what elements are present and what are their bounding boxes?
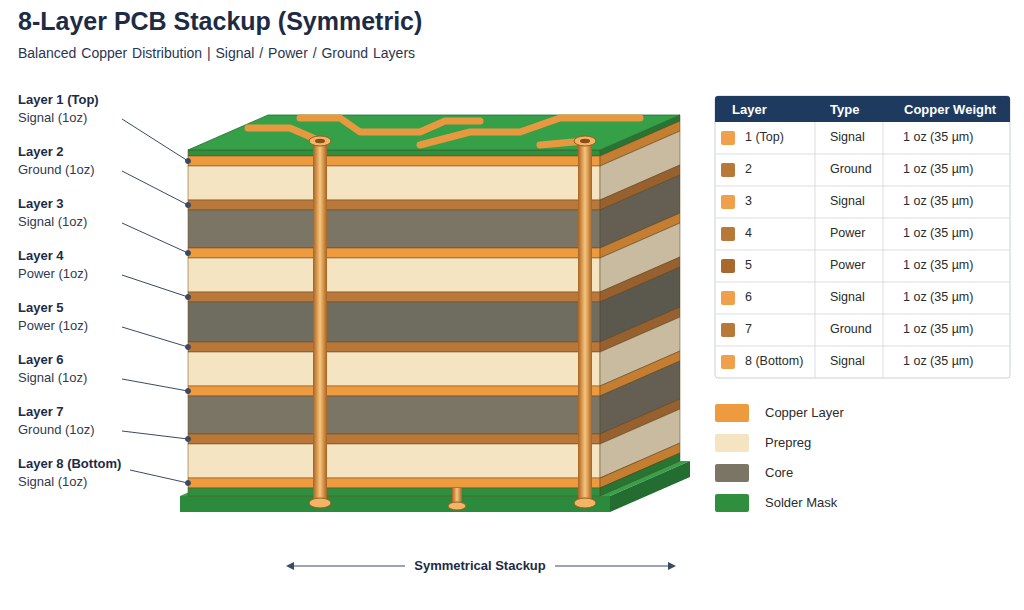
table-cell: Signal [830,290,865,305]
legend-text: Prepreg [765,435,811,451]
table-header: Copper Weight [904,102,996,118]
legend-text: Core [765,465,793,481]
table-cell: Ground [830,322,872,337]
table-cell: 5 [745,258,752,273]
legend-text: Solder Mask [765,495,837,511]
leader-line [122,119,191,486]
table-cell: 1 (Top) [745,130,784,145]
via [309,136,596,510]
table-cell: 1 oz (35 µm) [903,354,973,369]
layer-type: Ground (1oz) [18,422,95,438]
table-cell: Ground [830,162,872,177]
top-solder-mask [188,115,680,150]
table-cell: Power [830,226,865,241]
legend-swatch [715,434,749,452]
table-cell: Signal [830,130,865,145]
side-shade [600,115,680,496]
layer-table [715,96,1010,378]
layer-type: Power (1oz) [18,266,88,282]
caption: Symmetrical Stackup [414,558,546,574]
legend-text: Copper Layer [765,405,844,421]
table-cell: Power [830,258,865,273]
table-cell: 1 oz (35 µm) [903,162,973,177]
table-cell: 4 [745,226,752,241]
layer-type: Signal (1oz) [18,110,87,126]
table-cell: 8 (Bottom) [745,354,803,369]
legend-swatch [715,494,749,512]
legend-swatch [715,404,749,422]
layer-name: Layer 8 (Bottom) [18,456,121,472]
layer-type: Signal (1oz) [18,214,87,230]
layer-name: Layer 4 [18,248,64,264]
table-cell: 1 oz (35 µm) [903,226,973,241]
table-cell: 1 oz (35 µm) [903,130,973,145]
layer-name: Layer 6 [18,352,64,368]
table-cell: 7 [745,322,752,337]
top-traces [248,118,640,145]
table-cell: 3 [745,194,752,209]
layer-name: Layer 5 [18,300,64,316]
layer-stack [188,115,680,496]
table-header: Type [830,102,859,118]
title: 8-Layer PCB Stackup (Symmetric) [18,6,422,36]
layer-name: Layer 7 [18,404,64,420]
layer-type: Power (1oz) [18,318,88,334]
layer-type: Signal (1oz) [18,370,87,386]
table-cell: 1 oz (35 µm) [903,194,973,209]
table-cell: 6 [745,290,752,305]
table-cell: 1 oz (35 µm) [903,322,973,337]
table-cell: Signal [830,354,865,369]
layer-type: Signal (1oz) [18,474,87,490]
layer-name: Layer 3 [18,196,64,212]
table-cell: Signal [830,194,865,209]
layer-type: Ground (1oz) [18,162,95,178]
subtitle: Balanced Copper Distribution | Signal / … [18,45,415,62]
table-cell: 2 [745,162,752,177]
layer-name: Layer 2 [18,144,64,160]
table-cell: 1 oz (35 µm) [903,290,973,305]
table-header: Layer [732,102,767,118]
table-cell: 1 oz (35 µm) [903,258,973,273]
legend-swatch [715,464,749,482]
layer-name: Layer 1 (Top) [18,92,99,108]
